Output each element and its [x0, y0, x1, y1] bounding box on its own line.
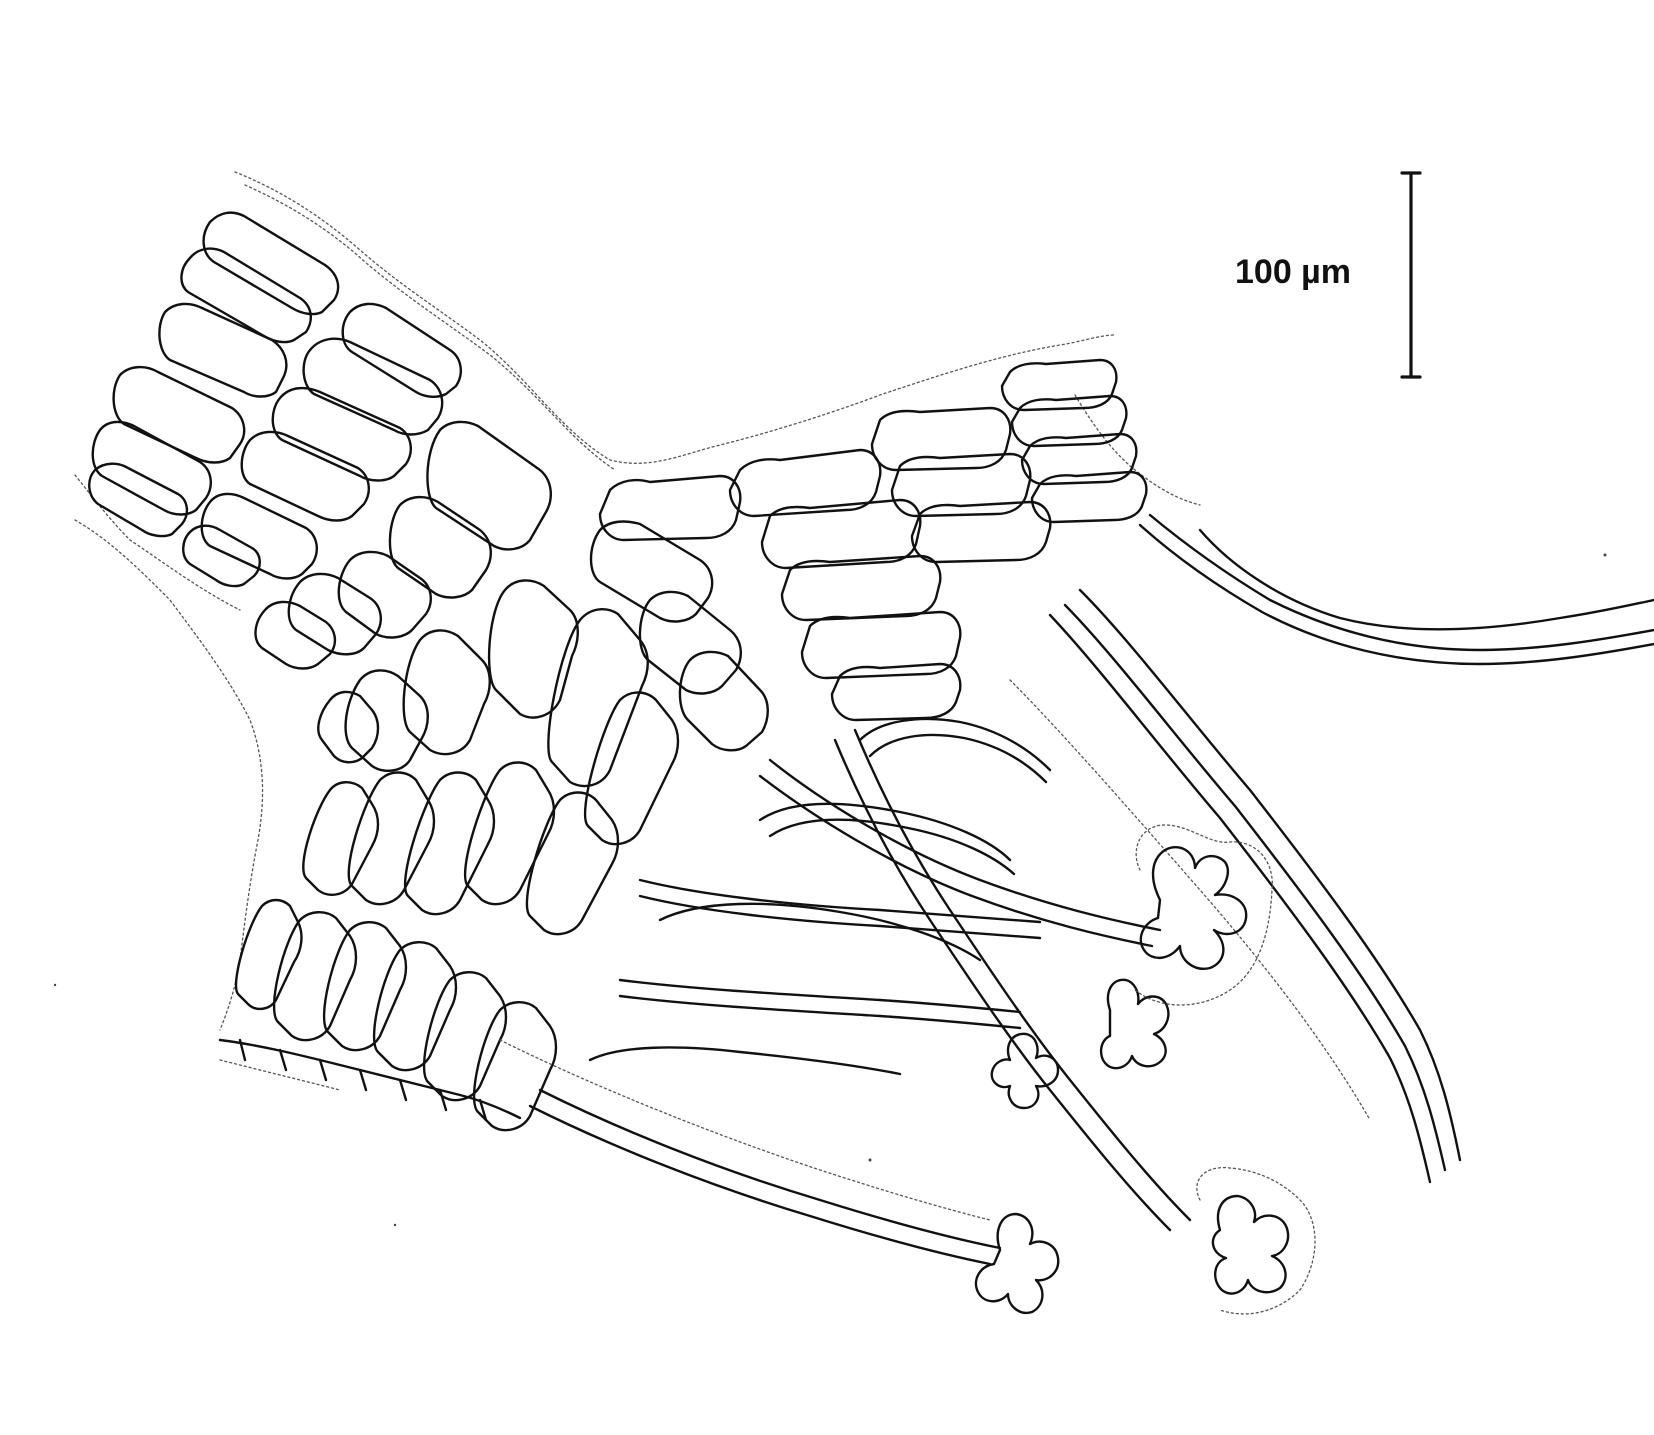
tissue-outline [74, 171, 1201, 1031]
scale-bar: 100 µm [1235, 171, 1422, 379]
cell-rows-upper-left [88, 211, 462, 588]
scale-bar-label: 100 µm [1235, 253, 1351, 291]
hyphae [499, 513, 1654, 1266]
cell-rows-middle [234, 420, 680, 1132]
specks [53, 553, 1607, 1227]
cell-rows-upper-right [589, 358, 1148, 752]
lobed-tips [974, 824, 1316, 1315]
lower-left-edge [218, 1038, 522, 1122]
